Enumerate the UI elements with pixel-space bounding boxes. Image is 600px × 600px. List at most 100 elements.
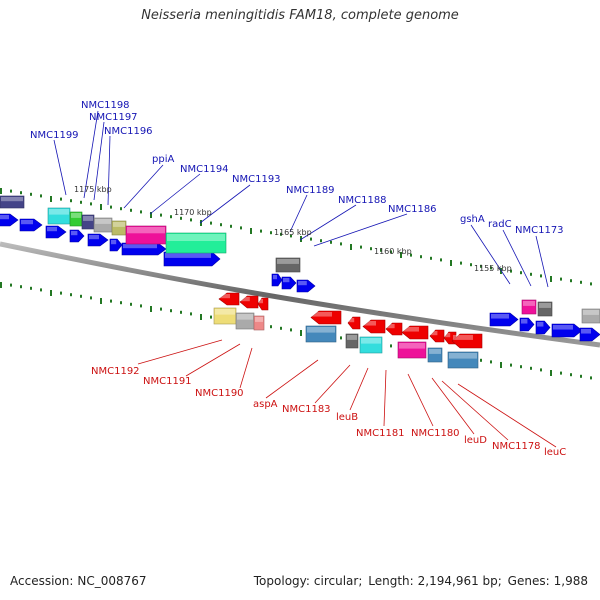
tick-upper: [510, 269, 512, 273]
tick-lower: [210, 315, 212, 319]
reverse-cds-arrow-5: [362, 319, 386, 334]
tick-upper: [460, 261, 462, 265]
gene-label-nmc1194: NMC1194: [180, 164, 229, 175]
reverse-feature-box-8: [447, 351, 479, 369]
tick-lower: [120, 301, 122, 305]
tick-upper: [410, 253, 412, 257]
tick-lower: [580, 374, 582, 378]
tick-lower: [570, 373, 572, 377]
gene-label-nmc1196: NMC1196: [104, 126, 153, 137]
tick-upper: [580, 280, 582, 284]
gene-label-nmc1178: NMC1178: [492, 441, 541, 452]
tick-upper: [350, 244, 352, 250]
gene-label-nmc1173: NMC1173: [515, 225, 564, 236]
tick-upper: [190, 218, 192, 222]
map-title: Neisseria meningitidis FAM18, complete g…: [141, 8, 459, 23]
tick-lower: [60, 291, 62, 295]
reverse-cds-arrow-0: [218, 292, 240, 306]
tick-lower: [500, 362, 502, 368]
accession-info: Accession:NC_008767: [10, 574, 147, 588]
tick-upper: [400, 252, 402, 258]
gene-label-nmc1186: NMC1186: [388, 204, 437, 215]
forward-cds-arrow-2: [45, 225, 67, 239]
tick-lower: [90, 296, 92, 300]
reverse-cds-arrow-7-highlight: [403, 327, 419, 332]
reverse-label-leader-10: [457, 383, 557, 448]
tick-lower: [50, 290, 52, 296]
forward-cds-arrow-14: [551, 323, 583, 338]
tick-upper: [110, 205, 112, 209]
forward-cds-arrow-12: [519, 317, 535, 332]
reverse-cds-arrow-4-highlight: [349, 318, 355, 323]
forward-cds-arrow-9-highlight: [283, 278, 290, 283]
reverse-cds-arrow-8-highlight: [431, 331, 438, 336]
genome-backbone: [0, 241, 600, 348]
tick-upper: [90, 202, 92, 206]
gene-label-nmc1191: NMC1191: [143, 376, 192, 387]
forward-label-leader-4: [123, 164, 164, 209]
forward-feature-box-2-highlight: [71, 213, 81, 218]
reverse-feature-box-6: [397, 341, 427, 359]
gene-label-radc: radC: [488, 219, 512, 230]
reverse-feature-box-4-highlight: [347, 335, 357, 340]
tick-lower: [130, 302, 132, 306]
reverse-cds-arrow-3-highlight: [312, 312, 332, 317]
tick-upper: [130, 208, 132, 212]
tick-upper: [170, 215, 172, 219]
tick-upper: [20, 191, 22, 195]
tick-upper: [270, 231, 272, 235]
forward-cds-arrow-4: [87, 233, 109, 247]
reverse-cds-arrow-1-highlight: [241, 297, 250, 302]
forward-feature-box-11: [581, 308, 600, 324]
reverse-feature-box-2-highlight: [255, 317, 263, 322]
reverse-label-leader-0: [137, 339, 223, 365]
reverse-feature-box-0-highlight: [215, 309, 235, 315]
genome-stats: Topology:circular; Length:2,194,961 bp; …: [253, 574, 588, 588]
tick-lower: [190, 312, 192, 316]
tick-upper: [210, 221, 212, 225]
reverse-label-leader-1: [185, 343, 241, 377]
reverse-feature-box-3-highlight: [307, 327, 335, 333]
gene-label-leuc: leuC: [544, 447, 566, 458]
reverse-feature-box-7: [427, 347, 443, 363]
tick-lower: [40, 288, 42, 292]
reverse-cds-arrow-1: [239, 295, 259, 309]
tick-lower: [590, 376, 592, 380]
gene-label-nmc1193: NMC1193: [232, 174, 281, 185]
accession-label: Accession:: [10, 574, 74, 588]
gene-label-nmc1198: NMC1198: [81, 100, 130, 111]
tick-upper: [40, 194, 42, 198]
forward-cds-arrow-0: [0, 213, 19, 227]
reverse-cds-arrow-7: [401, 325, 429, 340]
reverse-feature-box-2: [253, 315, 265, 331]
tick-lower: [70, 293, 72, 297]
forward-label-leader-5: [149, 173, 201, 215]
forward-feature-box-7: [165, 232, 227, 254]
gene-label-nmc1190: NMC1190: [195, 388, 244, 399]
scale-label-1170: 1170 kbp: [174, 208, 212, 217]
tick-lower: [520, 365, 522, 369]
tick-upper: [80, 200, 82, 204]
tick-upper: [520, 271, 522, 275]
forward-cds-arrow-10-highlight: [298, 281, 307, 286]
reverse-label-leader-5: [349, 367, 369, 411]
tick-lower: [300, 330, 302, 336]
gene-label-nmc1199: NMC1199: [30, 130, 79, 141]
tick-upper: [230, 224, 232, 228]
tick-upper: [10, 189, 12, 193]
tick-upper: [140, 210, 142, 214]
tick-upper: [240, 226, 242, 230]
reverse-cds-arrow-9-highlight: [445, 333, 451, 338]
tick-upper: [340, 242, 342, 246]
tick-lower: [20, 285, 22, 289]
tick-upper: [390, 250, 392, 254]
tick-upper: [470, 263, 472, 267]
tick-lower: [340, 336, 342, 340]
scale-label-1175: 1175 kbp: [74, 185, 112, 194]
tick-lower: [110, 299, 112, 303]
gene-label-leub: leuB: [336, 412, 358, 423]
tick-upper: [220, 223, 222, 227]
tick-upper: [0, 188, 2, 194]
tick-upper: [540, 274, 542, 278]
tick-lower: [490, 360, 492, 364]
